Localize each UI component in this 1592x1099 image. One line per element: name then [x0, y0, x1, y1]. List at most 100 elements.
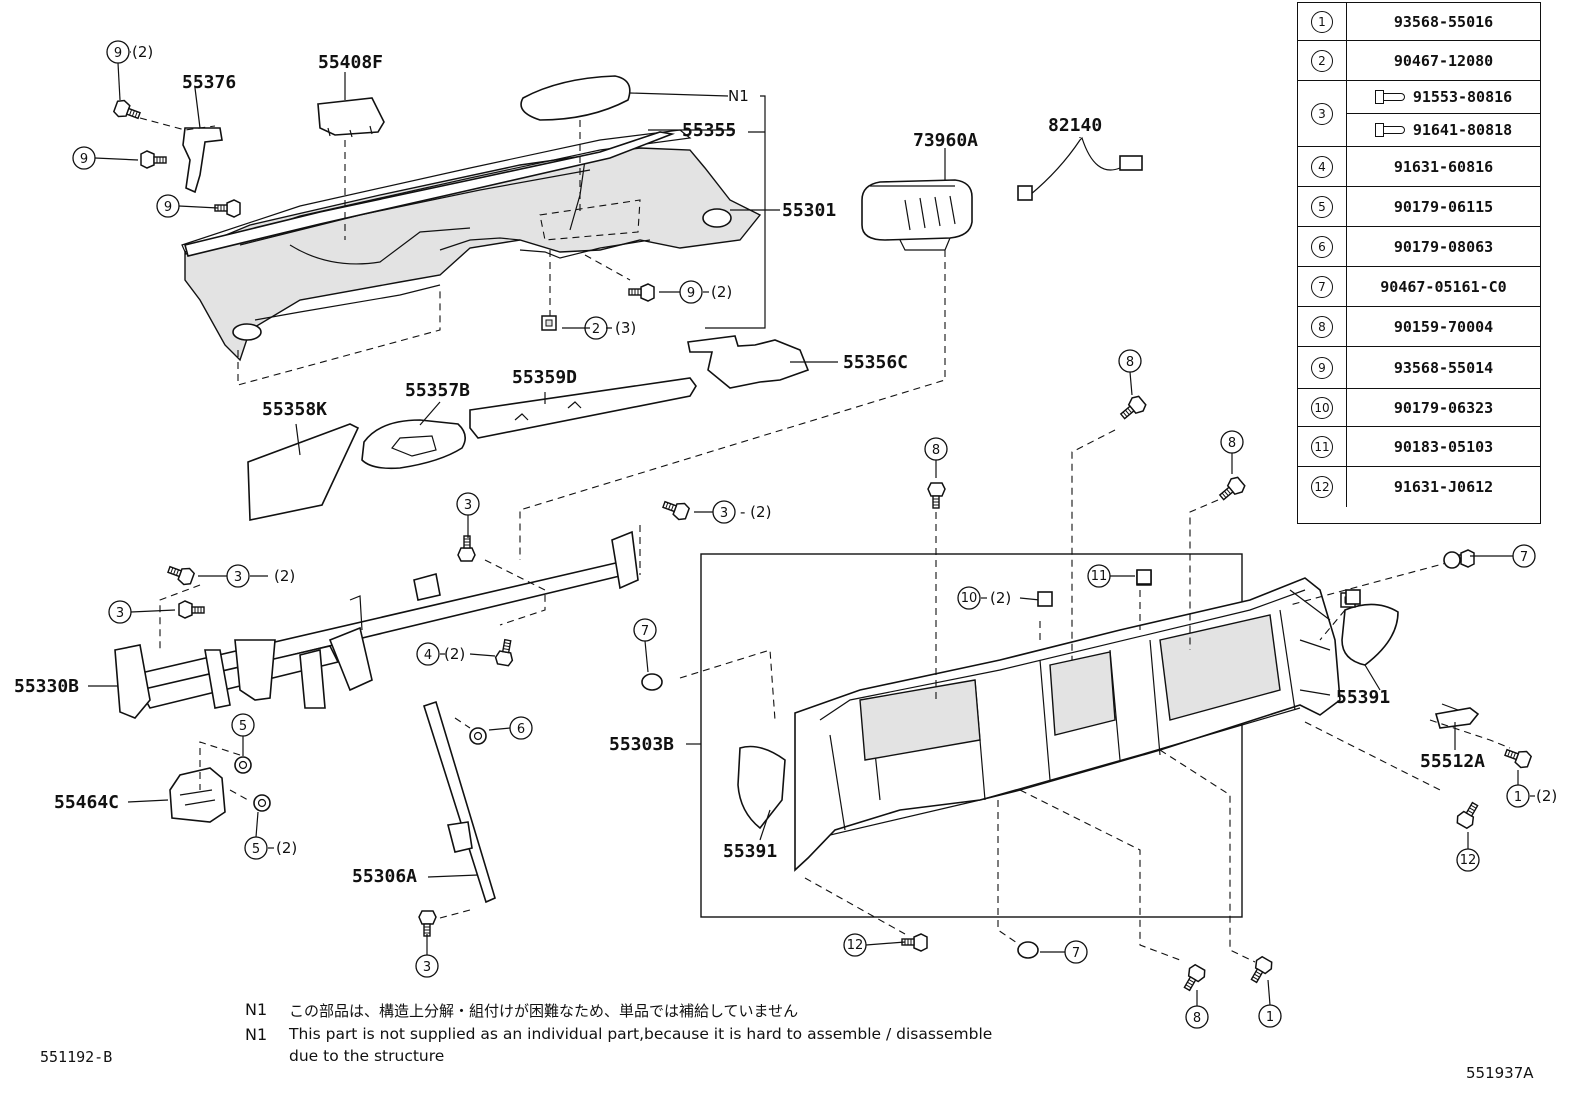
ref-bubble-5-b: 5 [244, 836, 268, 860]
ref-number-badge: 7 [1311, 275, 1333, 298]
table-part-cell: 90467-05161-C0 [1347, 267, 1540, 306]
table-row: 7 90467-05161-C0 [1298, 267, 1540, 307]
note-marker-jp: N1 [245, 1000, 268, 1019]
label-55357B: 55357B [405, 380, 470, 401]
strip-55359D [469, 377, 697, 439]
ref-number-badge: 12 [1311, 476, 1333, 498]
ref-bubble-3-d: 3 [108, 600, 132, 624]
table-part-cell: 90467-12080 [1347, 41, 1540, 80]
ref-number-badge: 4 [1311, 155, 1333, 178]
ref-bubble-7-b: 7 [1512, 544, 1536, 568]
instrument-panel-55301 [181, 129, 762, 362]
ref-bubble-1-b: 1 [1258, 1004, 1282, 1028]
part-number: 91553-80816 [1412, 88, 1513, 106]
table-part-cell: 90179-06115 [1347, 187, 1540, 226]
ref-number-badge: 3 [1311, 102, 1333, 125]
table-part-cell: 91631-J0612 [1347, 467, 1540, 507]
solid-leaders [88, 72, 1456, 878]
qty-4: (2) [444, 645, 465, 663]
bracket-55376 [182, 127, 223, 194]
svg-text:8: 8 [932, 443, 940, 458]
svg-text:9: 9 [687, 286, 695, 301]
table-ref-cell: 12 [1298, 467, 1347, 507]
svg-text:9: 9 [164, 200, 172, 215]
part-number: 90179-06115 [1393, 197, 1494, 216]
part-number: 90179-06323 [1393, 398, 1494, 417]
ref-bubble-8-a: 8 [1118, 349, 1142, 373]
ref-bubble-6: 6 [509, 716, 533, 740]
ref-bubble-9-a: 9 [106, 40, 130, 64]
table-part-cell: 93568-55014 [1347, 347, 1540, 388]
plate-55358K [247, 423, 360, 521]
svg-text:8: 8 [1193, 1011, 1201, 1026]
label-55376: 55376 [182, 72, 236, 93]
label-55408F: 55408F [318, 52, 383, 73]
qty-2: (3) [615, 319, 636, 337]
mat-55356C [687, 335, 810, 389]
ref-number-badge: 11 [1311, 435, 1333, 458]
svg-text:3: 3 [464, 498, 472, 513]
ref-number-badge: 2 [1311, 49, 1333, 72]
ref-number-badge: 1 [1311, 10, 1333, 33]
lower-panel-box [700, 553, 1243, 918]
side-cover-55391-right [1341, 603, 1399, 666]
note-jp: この部品は、構造上分解・組付けが困難なため、単品では補給していません [289, 1002, 799, 1020]
reference-bubbles: 9 9 9 9 2 8 8 8 8 3 3 3 3 3 4 5 5 6 7 7 … [72, 40, 1536, 1029]
table-row: 6 90179-08063 [1298, 227, 1540, 267]
table-part-cell: 90179-08063 [1347, 227, 1540, 266]
label-55358K: 55358K [262, 399, 327, 420]
label-55330B: 55330B [14, 676, 79, 697]
table-ref-cell: 5 [1298, 187, 1347, 226]
part-callouts: 55376 55408F N1 55355 55301 73960A 82140… [14, 52, 1485, 887]
table-ref-cell: 8 [1298, 307, 1347, 346]
svg-text:8: 8 [1228, 436, 1236, 451]
svg-text:1: 1 [1514, 790, 1522, 805]
table-subrow: 91553-80816 [1347, 81, 1540, 113]
table-ref-cell: 11 [1298, 427, 1347, 466]
ref-bubble-9-d: 9 [679, 280, 703, 304]
ref-bubble-8-b: 8 [924, 437, 948, 461]
note-en-line1: This part is not supplied as an individu… [289, 1025, 993, 1043]
ref-bubble-8-d: 8 [1185, 1005, 1209, 1029]
label-55391-right: 55391 [1336, 687, 1390, 708]
bolt-icon [1374, 123, 1405, 137]
table-ref-cell: 6 [1298, 227, 1347, 266]
part-number: 93568-55014 [1393, 358, 1494, 377]
ref-number-badge: 9 [1311, 356, 1333, 379]
svg-text:9: 9 [80, 152, 88, 167]
part-55512A [1434, 707, 1480, 729]
label-82140: 82140 [1048, 115, 1102, 136]
table-row: 5 90179-06115 [1298, 187, 1540, 227]
quantity-annotations: (2) (2) (3) - (2) (2) (2) (2) (2) (2) [132, 43, 1557, 857]
lid-n1 [520, 75, 631, 121]
ref-bubble-9-b: 9 [72, 146, 96, 170]
dashed-leaders [139, 117, 1511, 963]
svg-text:10: 10 [961, 591, 978, 606]
part-number: 90467-12080 [1393, 51, 1494, 70]
label-55306A: 55306A [352, 866, 417, 887]
svg-text:2: 2 [592, 322, 600, 337]
table-part-cell: 90159-70004 [1347, 307, 1540, 346]
side-cover-55391-left [737, 745, 786, 830]
svg-text:3: 3 [720, 506, 728, 521]
label-55301: 55301 [782, 200, 836, 221]
label-55464C: 55464C [54, 792, 119, 813]
bolt-icon [1374, 90, 1405, 104]
drawing-code-right: 551937A [1466, 1064, 1534, 1082]
svg-text:3: 3 [234, 570, 242, 585]
part-number: 90179-08063 [1393, 237, 1494, 256]
ref-number-badge: 10 [1311, 396, 1333, 419]
airbag-module-73960A [861, 179, 973, 251]
table-row: 9 93568-55014 [1298, 347, 1540, 389]
ref-bubble-5-a: 5 [231, 713, 255, 737]
label-55355: 55355 [682, 120, 736, 141]
table-row: 10 90179-06323 [1298, 389, 1540, 427]
label-55512A: 55512A [1420, 751, 1485, 772]
ref-bubble-11: 11 [1087, 564, 1111, 588]
